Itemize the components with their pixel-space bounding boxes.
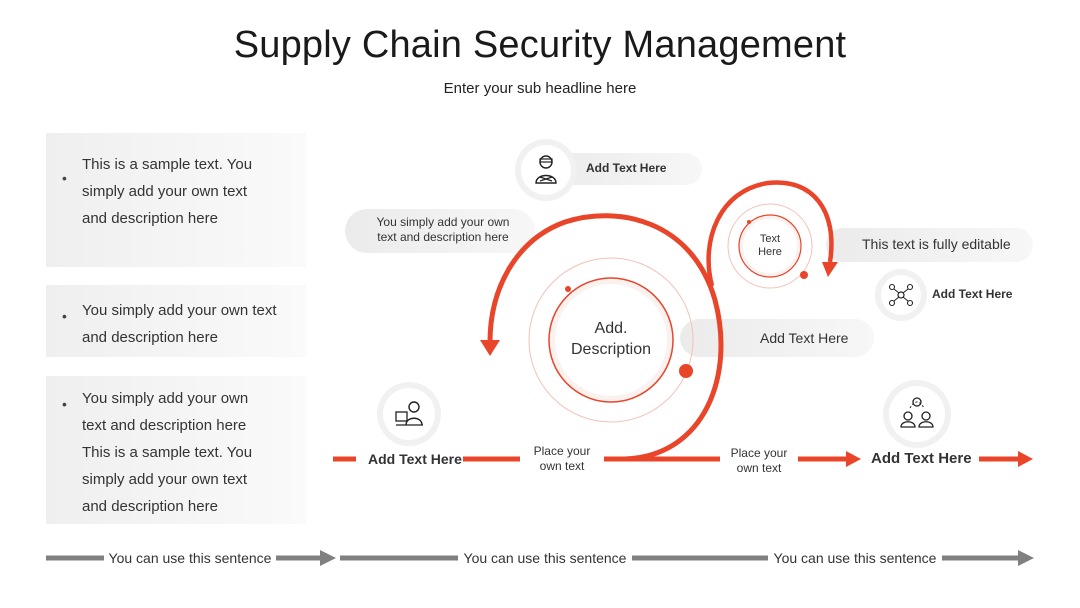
text-line: text and description here [82, 417, 247, 434]
small-dot [747, 220, 751, 224]
place-text-2-line-1: Place your [730, 446, 788, 460]
small-outer-ring [727, 203, 813, 289]
text-line: This is a sample text. You [82, 156, 253, 173]
center-line-1: Add. [594, 320, 628, 337]
left-node-label: Add Text Here [368, 451, 462, 467]
text-box-2: • You simply add your own text and descr… [46, 285, 306, 357]
place-text-1: Place your own text [522, 444, 602, 474]
worker-icon [383, 388, 435, 440]
small-circle-line-2: Here [758, 246, 782, 258]
center-line-2: Description [570, 341, 652, 358]
small-circle-line-1: Text [759, 233, 781, 245]
bottom-arrow-label-2: You can use this sentence [463, 550, 627, 566]
text-line: You simply add your own text [82, 302, 277, 319]
bottom-arrow-label-3: You can use this sentence [773, 550, 937, 566]
network-icon-label: Add Text Here [932, 287, 1013, 301]
text-box-3: • You simply add your own text and descr… [46, 376, 306, 524]
right-pill-label: This text is fully editable [862, 236, 1011, 252]
small-inner [743, 219, 797, 273]
gray-arrowhead [1018, 550, 1034, 566]
place-text-2-line-2: own text [736, 461, 782, 475]
center-inner [555, 284, 667, 396]
text-line: This is a sample text. You [82, 444, 253, 461]
middle-pill [680, 319, 874, 357]
center-dot-large [679, 364, 693, 378]
place-text-1-line-1: Place your [533, 444, 591, 458]
top-pill-label: Add Text Here [586, 161, 667, 175]
bottom-arrow-label-1: You can use this sentence [108, 550, 272, 566]
team-icon [889, 386, 945, 442]
left-pill-line-1: You simply add your own [376, 215, 510, 229]
text-box-1: • This is a sample text. You simply add … [46, 133, 306, 267]
right-node-label: Add Text Here [871, 450, 972, 467]
text-line: simply add your own text [82, 183, 248, 200]
bullet-dot: • [62, 170, 67, 186]
middle-pill-label: Add Text Here [760, 330, 849, 346]
page-subtitle: Enter your sub headline here [443, 80, 637, 97]
place-text-2: Place your own text [720, 446, 798, 476]
text-line: You simply add your own [82, 390, 249, 407]
text-line: simply add your own text [82, 471, 248, 488]
left-pill [345, 209, 535, 253]
small-dot-large [800, 271, 808, 279]
left-pill-text: You simply add your own text and descrip… [358, 215, 528, 245]
place-text-1-line-2: own text [539, 459, 585, 473]
center-description: Add. Description [551, 318, 671, 360]
timeline-arrowhead-1 [846, 451, 861, 467]
center-dot-small [565, 286, 571, 292]
engineer-icon [521, 145, 571, 195]
text-line: and description here [82, 329, 218, 346]
text-line: and description here [82, 498, 218, 515]
gray-arrowhead [320, 550, 336, 566]
small-circle-text: Text Here [745, 233, 795, 259]
bullet-dot: • [62, 308, 67, 324]
right-pill [826, 228, 1033, 262]
top-pill [548, 153, 702, 185]
left-pill-line-2: text and description here [377, 230, 509, 244]
spiral-arrowhead [480, 340, 500, 356]
small-arc-arrowhead [822, 262, 838, 277]
small-arc [706, 180, 834, 287]
timeline-arrowhead-2 [1018, 451, 1033, 467]
bullet-dot: • [62, 396, 67, 412]
network-icon [881, 275, 921, 315]
text-line: and description here [82, 210, 218, 227]
spiral-arc [487, 213, 724, 462]
page-title: Supply Chain Security Management [233, 24, 847, 66]
center-outer-ring [528, 257, 694, 423]
